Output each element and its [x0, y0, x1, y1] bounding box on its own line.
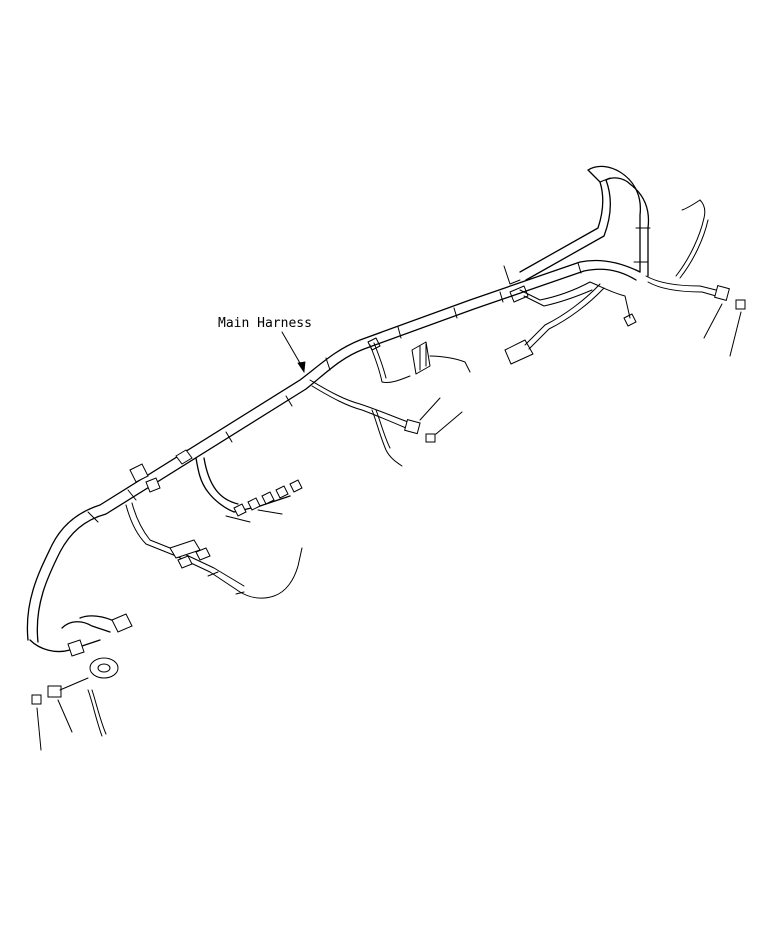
harness-connector-array: [129, 449, 303, 523]
harness-lower-left-branch: [125, 502, 303, 599]
main-harness-trunk: [26, 259, 641, 643]
main-harness-label: Main Harness: [218, 316, 312, 331]
harness-upper-loop: [503, 165, 651, 285]
harness-right-branch: [645, 199, 746, 357]
main-harness-arrowhead: [297, 361, 306, 374]
harness-centre-bracket: [367, 337, 471, 383]
harness-middle-right-branch: [504, 281, 637, 365]
harness-bottom-left-cluster: [29, 613, 133, 751]
main-harness-callout: Main Harness: [218, 316, 312, 374]
harness-centre-left-branch: [309, 379, 463, 467]
